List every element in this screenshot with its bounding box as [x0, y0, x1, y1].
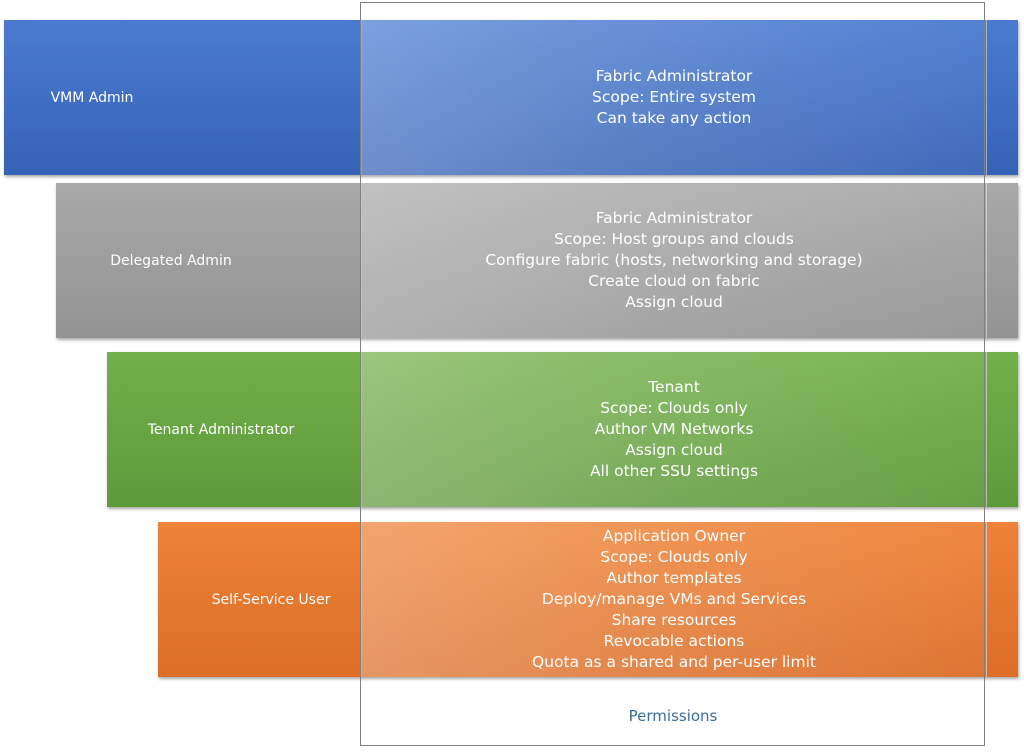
detail-line: Author templates: [606, 569, 742, 587]
permissions-label: Permissions: [628, 707, 718, 725]
role-label: Delegated Admin: [56, 183, 286, 338]
detail-line: Scope: Host groups and clouds: [554, 230, 794, 248]
role-details: Fabric Administrator Scope: Host groups …: [361, 183, 987, 338]
detail-line: Assign cloud: [625, 293, 723, 311]
detail-line: Assign cloud: [625, 441, 723, 459]
role-band-vmm-admin: VMM Admin Fabric Administrator Scope: En…: [4, 20, 1018, 175]
role-name: Delegated Admin: [110, 252, 232, 269]
role-band-tenant-administrator: Tenant Administrator Tenant Scope: Cloud…: [107, 352, 1018, 507]
detail-line: Scope: Clouds only: [600, 399, 748, 417]
role-name: Self-Service User: [211, 591, 331, 608]
detail-line: Author VM Networks: [594, 420, 754, 438]
role-label: Tenant Administrator: [107, 352, 335, 507]
role-name: VMM Admin: [50, 89, 134, 106]
detail-line: Share resources: [611, 611, 737, 629]
role-details: Application Owner Scope: Clouds only Aut…: [361, 522, 987, 677]
detail-line: Deploy/manage VMs and Services: [541, 590, 807, 608]
detail-line: Scope: Clouds only: [600, 548, 748, 566]
role-name: Tenant Administrator: [147, 421, 295, 438]
detail-line: Create cloud on fabric: [588, 272, 760, 290]
detail-line: Fabric Administrator: [595, 67, 753, 85]
detail-line: Scope: Entire system: [592, 88, 756, 106]
detail-line: Tenant: [648, 378, 700, 396]
role-band-self-service-user: Self-Service User Application Owner Scop…: [158, 522, 1018, 677]
detail-line: Quota as a shared and per-user limit: [532, 653, 816, 671]
detail-line: Fabric Administrator: [595, 209, 753, 227]
role-details: Tenant Scope: Clouds only Author VM Netw…: [361, 352, 987, 507]
detail-line: Can take any action: [596, 109, 752, 127]
detail-line: Revocable actions: [603, 632, 745, 650]
role-details: Fabric Administrator Scope: Entire syste…: [361, 20, 987, 175]
detail-line: Configure fabric (hosts, networking and …: [485, 251, 863, 269]
detail-line: All other SSU settings: [589, 462, 759, 480]
detail-line: Application Owner: [602, 527, 746, 545]
role-band-delegated-admin: Delegated Admin Fabric Administrator Sco…: [56, 183, 1018, 338]
role-label: Self-Service User: [158, 522, 384, 677]
role-label: VMM Admin: [4, 20, 180, 175]
